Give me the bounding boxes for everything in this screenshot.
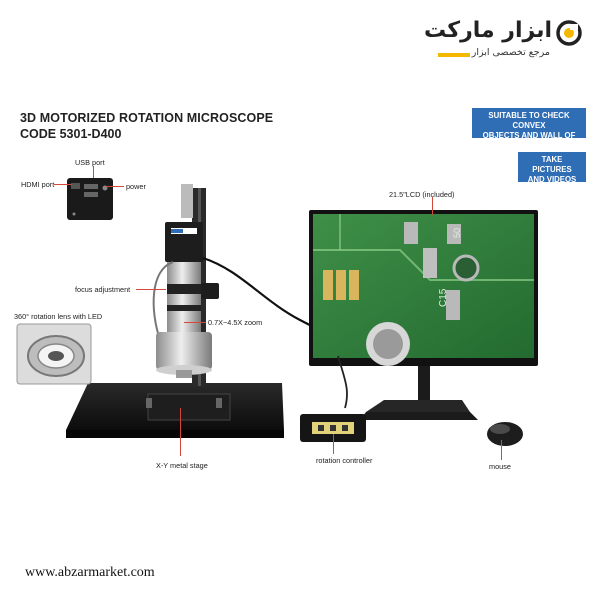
leader-focus — [136, 289, 166, 290]
label-hdmi-port: HDMI port — [21, 180, 55, 189]
product-code: CODE 5301-D400 — [20, 127, 122, 141]
product-title: 3D MOTORIZED ROTATION MICROSCOPE — [20, 111, 274, 125]
svg-text:C15: C15 — [438, 288, 449, 307]
leader-controller — [333, 434, 334, 454]
label-rotation-lens: 360° rotation lens with LED — [14, 312, 103, 321]
leader-zoom — [184, 322, 206, 323]
feature-badge-pictures: TAKE PICTURES AND VIDEOS — [518, 152, 586, 184]
control-box — [67, 178, 113, 220]
brand-logo: ابزار مارکت مرجع تخصصی ابزار — [424, 14, 582, 66]
footer-url: www.abzarmarket.com — [25, 565, 155, 580]
logo-name: ابزار مارکت — [424, 18, 552, 43]
product-illustration: C15 50 — [16, 178, 538, 446]
feature-badge-convex: SUITABLE TO CHECK CONVEX OBJECTS AND WAL… — [472, 108, 586, 150]
microscope-base — [66, 383, 284, 438]
mouse-illustration — [487, 422, 523, 446]
label-power: power — [126, 182, 146, 191]
logo-accent-bar — [438, 53, 470, 57]
label-usb-port: USB port — [75, 158, 105, 167]
leader-usb — [93, 166, 94, 178]
label-mouse: mouse — [489, 462, 511, 471]
label-lcd: 21.5"LCD (included) — [389, 190, 455, 199]
label-zoom: 0.7X~4.5X zoom — [208, 318, 263, 327]
leader-stage — [180, 408, 181, 456]
leader-hdmi — [54, 184, 72, 185]
rotation-controller — [300, 414, 366, 442]
label-focus-adjustment: focus adjustment — [75, 285, 131, 294]
logo-tagline: مرجع تخصصی ابزار — [471, 47, 550, 58]
label-rotation-controller: rotation controller — [316, 456, 373, 465]
leader-mouse — [501, 440, 502, 460]
rotation-head — [156, 332, 212, 378]
lens-inset — [16, 323, 92, 385]
lcd-monitor: C15 50 — [309, 210, 538, 420]
svg-text:50: 50 — [452, 228, 462, 238]
leader-lcd — [432, 197, 433, 215]
logo-mark-icon — [556, 20, 582, 46]
label-stage: X-Y metal stage — [156, 461, 208, 470]
leader-power — [106, 186, 124, 187]
camera-head — [165, 184, 203, 262]
